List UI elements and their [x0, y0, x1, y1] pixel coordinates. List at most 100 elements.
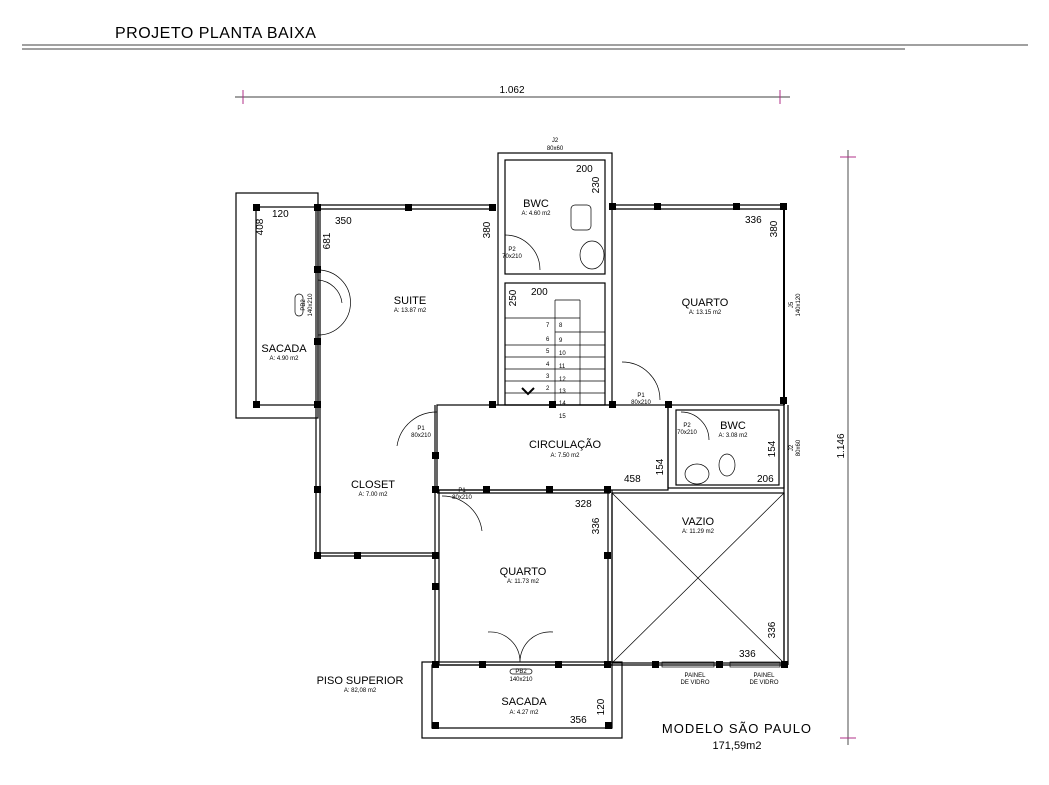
svg-text:BWC: BWC — [720, 420, 746, 432]
svg-text:A: 13.87 m2: A: 13.87 m2 — [394, 308, 427, 314]
room-bwc-top: BWC A: 4.60 m2 200 230 380 — [482, 164, 602, 238]
svg-text:140x210: 140x210 — [308, 293, 314, 317]
walls — [235, 152, 789, 739]
pillars — [253, 203, 788, 729]
svg-text:QUARTO: QUARTO — [500, 566, 547, 578]
svg-text:80x210: 80x210 — [452, 495, 472, 501]
svg-text:80x60: 80x60 — [547, 146, 564, 152]
svg-text:P1: P1 — [458, 488, 466, 494]
svg-text:DE VIDRO: DE VIDRO — [749, 680, 778, 686]
model-name: MODELO SÃO PAULO — [662, 721, 812, 736]
svg-text:PAINEL: PAINEL — [754, 673, 776, 679]
dimension-height: 1.146 — [836, 150, 856, 745]
svg-text:70x210: 70x210 — [677, 430, 697, 436]
svg-text:J2: J2 — [789, 444, 795, 451]
svg-text:4: 4 — [546, 362, 550, 368]
svg-text:J2: J2 — [552, 138, 559, 144]
svg-text:A: 11.29 m2: A: 11.29 m2 — [682, 529, 715, 535]
svg-text:CIRCULAÇÃO: CIRCULAÇÃO — [529, 438, 602, 451]
svg-text:A: 11.73 m2: A: 11.73 m2 — [507, 579, 540, 585]
svg-text:11: 11 — [559, 364, 566, 370]
svg-text:A: 82,08 m2: A: 82,08 m2 — [344, 688, 377, 694]
svg-text:10: 10 — [559, 351, 566, 357]
svg-text:154: 154 — [655, 458, 666, 475]
svg-text:PISO SUPERIOR: PISO SUPERIOR — [317, 675, 404, 687]
svg-text:120: 120 — [272, 209, 289, 220]
svg-text:5: 5 — [546, 349, 550, 355]
doors — [294, 204, 736, 675]
svg-text:P2: P2 — [508, 247, 516, 253]
svg-text:80x210: 80x210 — [631, 400, 651, 406]
svg-text:356: 356 — [570, 715, 587, 726]
room-quarto-bottom: QUARTO A: 11.73 m2 328 336 — [500, 499, 602, 585]
width-label: 1.062 — [499, 85, 524, 96]
room-closet: CLOSET A: 7.00 m2 — [351, 479, 395, 498]
svg-text:140x120: 140x120 — [796, 293, 802, 317]
svg-text:336: 336 — [745, 215, 762, 226]
svg-text:336: 336 — [739, 649, 756, 660]
svg-text:336: 336 — [591, 517, 602, 534]
svg-text:PAINEL: PAINEL — [685, 673, 707, 679]
svg-text:A: 4.60 m2: A: 4.60 m2 — [521, 211, 551, 217]
svg-text:230: 230 — [591, 176, 602, 193]
page-title: PROJETO PLANTA BAIXA — [115, 25, 316, 42]
room-vazio: VAZIO A: 11.29 m2 336 336 — [682, 516, 778, 660]
svg-text:120: 120 — [596, 698, 607, 715]
room-suite: SUITE A: 13.87 m2 350 681 — [322, 216, 427, 314]
svg-text:14: 14 — [559, 401, 566, 407]
room-sacada-bottom: SACADA A: 4.27 m2 356 120 — [501, 696, 607, 726]
svg-text:350: 350 — [335, 216, 352, 227]
svg-text:200: 200 — [576, 164, 593, 175]
room-quarto-top: QUARTO A: 13.15 m2 336 380 — [682, 215, 780, 316]
svg-text:QUARTO: QUARTO — [682, 297, 729, 309]
svg-text:380: 380 — [769, 220, 780, 237]
svg-text:8: 8 — [559, 323, 563, 329]
svg-text:A: 3.08 m2: A: 3.08 m2 — [718, 433, 748, 439]
svg-text:P1: P1 — [417, 426, 425, 432]
svg-text:A: 7.00 m2: A: 7.00 m2 — [358, 492, 388, 498]
svg-text:408: 408 — [255, 218, 266, 235]
svg-text:SACADA: SACADA — [261, 343, 307, 355]
svg-text:15: 15 — [559, 414, 566, 420]
svg-text:154: 154 — [767, 440, 778, 457]
svg-text:J5: J5 — [789, 301, 795, 308]
floor-summary: PISO SUPERIOR A: 82,08 m2 — [317, 675, 404, 694]
svg-text:P2: P2 — [683, 423, 691, 429]
svg-text:A: 7.50 m2: A: 7.50 m2 — [550, 453, 580, 459]
stair-direction-arrow — [521, 387, 535, 396]
stairs: 250 200 7 6 5 4 3 2 8 9 10 11 12 13 14 1… — [508, 287, 566, 420]
svg-text:2: 2 — [546, 386, 550, 392]
svg-text:BWC: BWC — [523, 198, 549, 210]
room-bwc-right: BWC A: 3.08 m2 154 206 — [718, 420, 778, 485]
svg-text:250: 250 — [508, 289, 519, 306]
svg-text:9: 9 — [559, 338, 563, 344]
svg-text:380: 380 — [482, 221, 493, 238]
svg-text:458: 458 — [624, 474, 641, 485]
svg-text:SACADA: SACADA — [501, 696, 547, 708]
svg-text:12: 12 — [559, 377, 566, 383]
svg-text:200: 200 — [531, 287, 548, 298]
svg-text:70x210: 70x210 — [502, 254, 522, 260]
svg-text:P1: P1 — [637, 393, 645, 399]
room-circulacao: CIRCULAÇÃO A: 7.50 m2 458 154 — [529, 438, 666, 485]
svg-text:6: 6 — [546, 337, 550, 343]
svg-text:336: 336 — [767, 621, 778, 638]
room-sacada-left: SACADA A: 4.90 m2 120 408 — [255, 209, 307, 362]
svg-text:A: 4.27 m2: A: 4.27 m2 — [509, 710, 539, 716]
opening-labels: J2 80x60 P2 70x210 PB2 140x210 J5 140x12… — [301, 138, 802, 686]
svg-text:CLOSET: CLOSET — [351, 479, 395, 491]
svg-text:3: 3 — [546, 374, 550, 380]
svg-text:PB2: PB2 — [515, 669, 527, 675]
svg-text:140x210: 140x210 — [509, 677, 533, 683]
svg-text:A: 13.15 m2: A: 13.15 m2 — [689, 310, 722, 316]
svg-text:DE VIDRO: DE VIDRO — [680, 680, 709, 686]
svg-text:13: 13 — [559, 389, 566, 395]
svg-text:7: 7 — [546, 323, 550, 329]
svg-text:SUITE: SUITE — [394, 295, 426, 307]
svg-text:328: 328 — [575, 499, 592, 510]
dimension-width: 1.062 — [235, 85, 790, 104]
height-label: 1.146 — [836, 433, 847, 458]
svg-text:206: 206 — [757, 474, 774, 485]
svg-text:80x60: 80x60 — [796, 439, 802, 456]
